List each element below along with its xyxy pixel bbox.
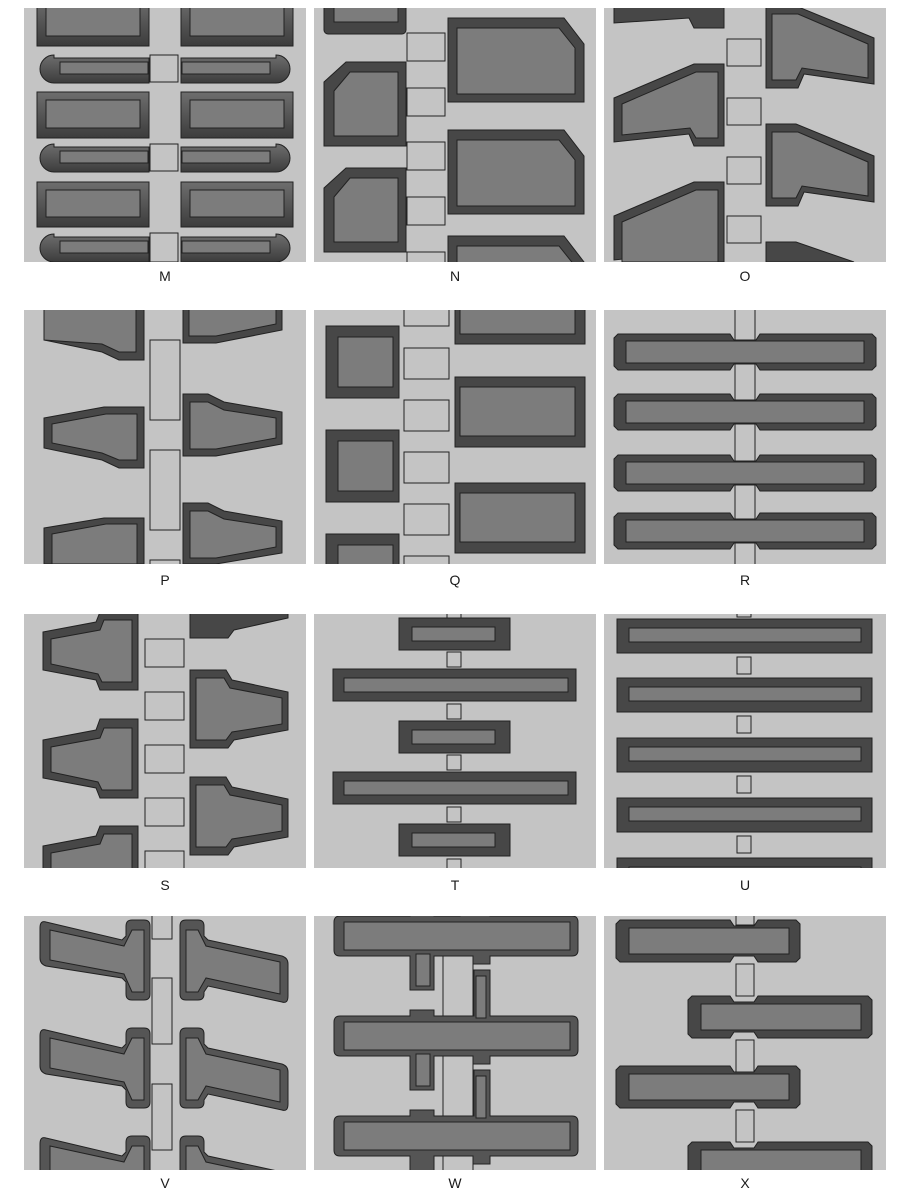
tread-diagram-m (36, 8, 294, 262)
panel-label-t: T (450, 877, 460, 893)
panel-label-u: U (739, 877, 751, 893)
panel-label-n: N (449, 268, 461, 284)
panel-label-s: S (160, 877, 170, 893)
panel-label-o: O (739, 268, 751, 284)
tread-pattern-x (604, 916, 886, 1170)
tread-diagram-s (42, 614, 289, 868)
tread-diagram-x (615, 916, 873, 1170)
tread-pattern-w (314, 916, 596, 1170)
tread-diagram-v (39, 916, 289, 1170)
tread-pattern-v (24, 916, 306, 1170)
tread-diagram-w (333, 916, 579, 1170)
tread-diagram-n (323, 8, 585, 262)
panel-label-w: W (448, 1175, 462, 1191)
tread-diagram-t (332, 614, 577, 868)
tread-diagram-u (616, 614, 873, 868)
tread-diagram-o (613, 8, 875, 262)
tread-diagram-q (325, 310, 586, 564)
bar (613, 333, 877, 371)
tread-pattern-m (24, 8, 306, 262)
tread-pattern-p (24, 310, 306, 564)
tread-pattern-q (314, 310, 596, 564)
tread-pattern-t (314, 614, 596, 868)
panel-label-r: R (739, 572, 751, 588)
tread-pattern-s (24, 614, 306, 868)
tread-pattern-u (604, 614, 886, 868)
panel-label-v: V (160, 1175, 170, 1191)
panel-label-q: Q (449, 572, 461, 588)
tread-diagram-p (43, 310, 283, 564)
tread-pattern-n (314, 8, 596, 262)
panel-label-p: P (160, 572, 170, 588)
block (36, 8, 294, 47)
tread-pattern-r (604, 310, 886, 564)
panel-label-x: X (740, 1175, 750, 1191)
tread-pattern-o (604, 8, 886, 262)
tread-diagram-r (613, 310, 877, 564)
panel-label-m: M (159, 268, 171, 284)
